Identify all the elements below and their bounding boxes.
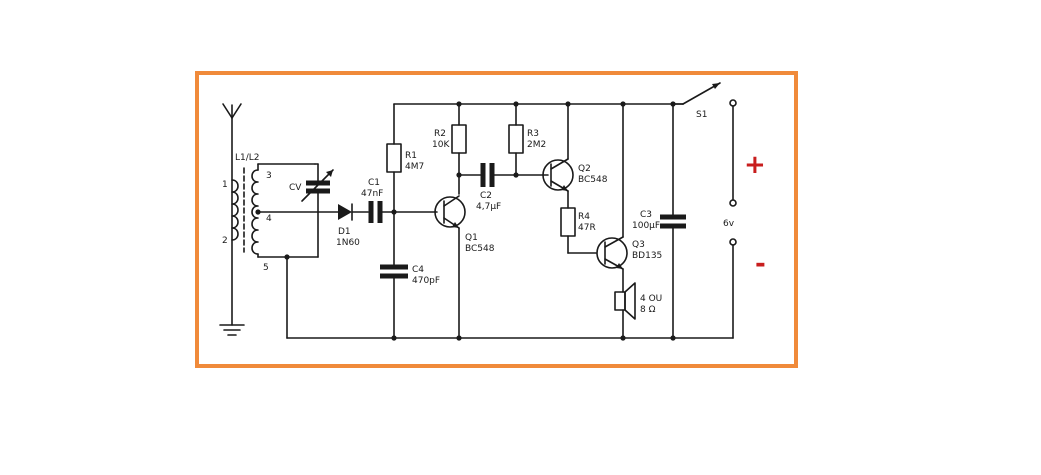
label-l1l2: L1/L2 (235, 153, 260, 163)
label-c2-val: 4,7µF (476, 202, 501, 212)
label-r1-ref: R1 (405, 151, 417, 161)
label-q3-val: BD135 (632, 251, 662, 261)
label-r4-val: 47R (578, 223, 596, 233)
capacitor-c2 (458, 163, 549, 187)
label-q1-val: BC548 (465, 244, 495, 254)
label-q1-ref: Q1 (465, 233, 478, 243)
transistor-q2 (542, 103, 574, 209)
label-battery: 6v (723, 219, 735, 229)
speaker (614, 282, 636, 339)
label-c2-ref: C2 (480, 191, 492, 201)
label-pin2: 2 (222, 236, 228, 246)
ground-symbol (219, 324, 245, 336)
label-pin4: 4 (266, 214, 272, 224)
coil-l1-l2 (231, 167, 259, 255)
diagram-frame (195, 71, 798, 368)
label-pin5: 5 (263, 263, 269, 273)
variable-capacitor-cv (301, 163, 334, 258)
label-r4-ref: R4 (578, 212, 590, 222)
label-s1: S1 (696, 110, 707, 120)
diode-d1 (338, 203, 369, 221)
label-r2-ref: R2 (434, 129, 446, 139)
label-q2-val: BC548 (578, 175, 608, 185)
label-r3-val: 2M2 (527, 140, 546, 150)
battery-terminals (729, 199, 737, 339)
label-c1-val: 47nF (361, 189, 383, 199)
resistor-r2 (451, 103, 467, 195)
label-r1-val: 4M7 (405, 162, 424, 172)
label-speaker-line1: 4 OU (640, 294, 662, 304)
resistor-r1 (386, 103, 402, 266)
label-q3-ref: Q3 (632, 240, 645, 250)
label-pin3: 3 (266, 171, 272, 181)
switch-s1 (672, 82, 737, 201)
label-c4-val: 470pF (412, 276, 440, 286)
label-q2-ref: Q2 (578, 164, 591, 174)
antenna (222, 103, 242, 326)
label-c1-ref: C1 (368, 178, 380, 188)
capacitor-c4 (380, 264, 408, 339)
label-c3-val: 100µF (632, 221, 660, 231)
label-d1-ref: D1 (338, 227, 351, 237)
label-speaker-line2: 8 Ω (640, 305, 656, 315)
resistor-r4 (560, 207, 597, 254)
label-cv: CV (289, 183, 302, 193)
capacitor-c3 (660, 103, 686, 339)
label-c4-ref: C4 (412, 265, 424, 275)
transistor-q3 (596, 103, 628, 293)
label-c3-ref: C3 (640, 210, 652, 220)
minus-sign: - (755, 249, 766, 279)
transistor-q1 (434, 195, 466, 339)
label-d1-val: 1N60 (336, 238, 360, 248)
label-r3-ref: R3 (527, 129, 539, 139)
capacitor-c1 (368, 201, 438, 223)
plus-sign: + (744, 150, 766, 180)
label-r2-val: 10K (432, 140, 450, 150)
resistor-r3 (508, 103, 524, 176)
label-pin1: 1 (222, 180, 228, 190)
